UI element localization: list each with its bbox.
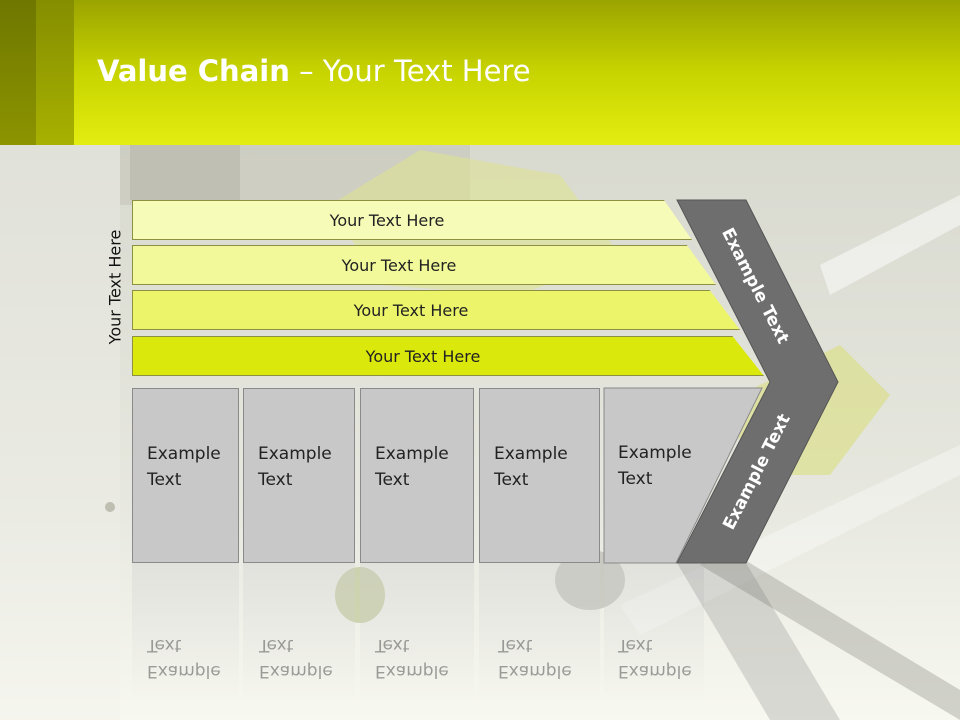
cell-2-reflection-line1: Example — [259, 661, 333, 681]
activity-cell-5: Example Text — [604, 388, 754, 563]
activity-cell-1: Example Text — [132, 388, 239, 563]
header-bar: Value Chain – Your Text Here — [0, 0, 960, 145]
activity-cell-4: Example Text — [479, 388, 600, 563]
cell-2-line2: Text — [258, 470, 293, 490]
cell-reflection — [132, 563, 239, 703]
cell-5-line1: Example — [618, 443, 692, 463]
cell-1-reflection-line2: Text — [147, 635, 182, 655]
title-rest: – Your Text Here — [289, 54, 531, 88]
cell-2-reflection-line2: Text — [259, 635, 294, 655]
cell-reflection — [604, 563, 704, 703]
cell-3-line1: Example — [375, 444, 449, 464]
cell-4-reflection-text: Example Text — [498, 632, 572, 684]
header-accent-block — [0, 0, 36, 145]
cell-2-reflection-text: Example Text — [259, 632, 333, 684]
cell-reflection — [479, 563, 600, 703]
cell-3-reflection-line2: Text — [375, 635, 410, 655]
cell-3-reflection-line1: Example — [375, 661, 449, 681]
cell-3-reflection-text: Example Text — [375, 632, 449, 684]
cell-reflection — [243, 563, 355, 703]
value-bar-4: Your Text Here — [132, 336, 764, 376]
side-label: Your Text Here — [105, 229, 125, 345]
cell-3-line2: Text — [375, 470, 410, 490]
cell-5-line2: Text — [618, 469, 653, 489]
cell-1-reflection-text: Example Text — [147, 632, 221, 684]
activity-cell-3: Example Text — [360, 388, 474, 563]
cell-1-line2: Text — [147, 470, 182, 490]
slide-title: Value Chain – Your Text Here — [97, 54, 531, 88]
title-bold: Value Chain — [97, 54, 290, 88]
cell-5-reflection-line1: Example — [618, 661, 692, 681]
header-accent-block-2 — [36, 0, 74, 145]
activity-cell-2: Example Text — [243, 388, 355, 563]
value-bar-1-label: Your Text Here — [329, 210, 445, 230]
value-bar-3-label: Your Text Here — [353, 300, 469, 320]
cell-1-reflection-line1: Example — [147, 661, 221, 681]
cell-4-reflection-line1: Example — [498, 661, 572, 681]
value-bar-1: Your Text Here — [132, 200, 692, 240]
cell-2-line1: Example — [258, 444, 332, 464]
cell-4-reflection-line2: Text — [498, 635, 533, 655]
cell-reflection — [360, 563, 474, 703]
cell-4-line2: Text — [494, 470, 529, 490]
value-bar-4-label: Your Text Here — [365, 346, 481, 366]
cell-4-line1: Example — [494, 444, 568, 464]
cell-1-line1: Example — [147, 444, 221, 464]
value-bar-2: Your Text Here — [132, 245, 716, 285]
value-bar-2-label: Your Text Here — [341, 255, 457, 275]
cell-5-reflection-line2: Text — [618, 635, 653, 655]
value-bar-3: Your Text Here — [132, 290, 740, 330]
cell-5-reflection-text: Example Text — [618, 632, 692, 684]
